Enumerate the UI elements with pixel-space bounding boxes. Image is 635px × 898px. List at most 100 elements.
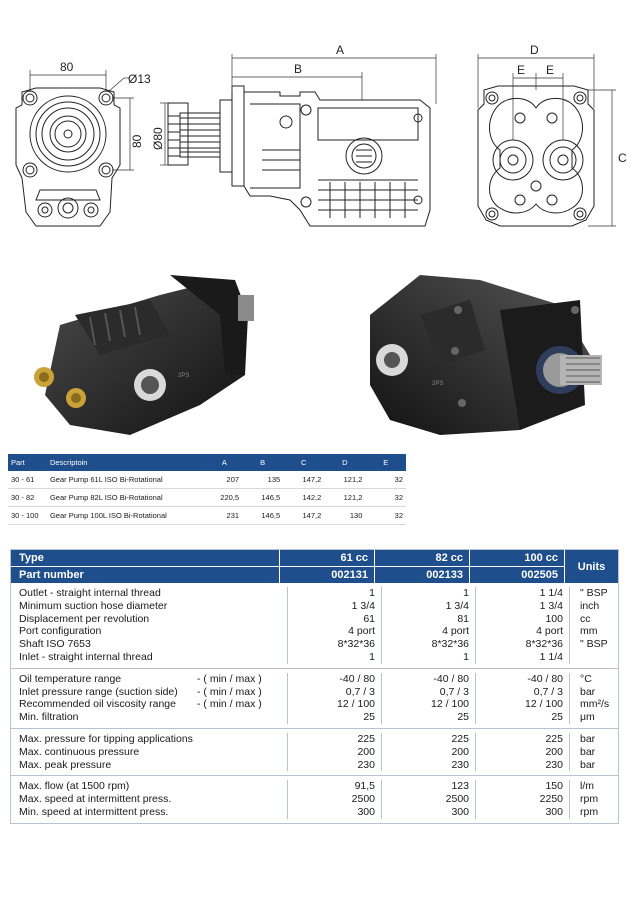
cell-c: 142,2: [283, 488, 325, 507]
spec-value: -40 / 80: [433, 672, 469, 685]
cell-description: Gear Pump 82L ISO Bi-Rotational: [46, 488, 207, 507]
cell-c: 147,2: [283, 471, 325, 489]
spec-value: 0,7 / 3: [533, 685, 563, 698]
spec-value: 1 3/4: [351, 599, 375, 612]
spec-row-label: Inlet - straight internal thread: [19, 651, 287, 664]
spec-minmax: - ( min / max ): [197, 685, 262, 698]
spec-value: 2500: [351, 793, 375, 806]
spec-label: Oil temperature range: [19, 672, 122, 685]
cell-e: 32: [365, 488, 406, 507]
pump-photo-left: 2PS: [34, 275, 254, 435]
spec-value: 150: [545, 780, 563, 793]
dimension-table-header: Part Descriptoin A B C D E: [8, 454, 406, 471]
spec-value: 100: [545, 612, 563, 625]
spec-value: 91,5: [354, 780, 375, 793]
spec-label: Inlet - straight internal thread: [19, 650, 153, 663]
spec-value: 8*32*36: [337, 638, 375, 651]
cell-b: 146,5: [242, 488, 284, 507]
spec-row-label: Min. speed at intermittent press.: [19, 806, 287, 819]
col-header-description: Descriptoin: [46, 454, 207, 471]
spec-value: 4 port: [442, 625, 469, 638]
spec-value: 1: [369, 587, 375, 599]
spec-value: 25: [457, 711, 469, 724]
spec-row-label: Inlet pressure range (suction side) - ( m…: [19, 686, 287, 699]
spec-value: 200: [545, 745, 563, 758]
cell-b: 135: [242, 471, 284, 489]
cell-a: 220,5: [206, 488, 243, 507]
spec-value: 1 3/4: [445, 599, 469, 612]
spec-minmax: [197, 651, 287, 664]
spec-minmax: [197, 780, 287, 793]
spec-label: Minimum suction hose diameter: [19, 599, 168, 612]
spec-minmax: [197, 793, 287, 806]
spec-minmax: [197, 711, 287, 724]
spec-unit: " BSP: [580, 638, 608, 651]
col-header-c: C: [283, 454, 325, 471]
cell-c: 147,2: [283, 506, 325, 525]
dim-label-D: D: [530, 43, 539, 57]
cell-part: 30 - 61: [8, 471, 47, 489]
spec-value: 123: [451, 780, 469, 793]
col-header-a: A: [206, 454, 243, 471]
type-100: 100 cc: [470, 550, 564, 567]
spec-value: 12 / 100: [431, 698, 469, 711]
type-label: Type: [11, 550, 279, 567]
spec-unit: bar: [580, 745, 596, 758]
spec-row-label: Displacement per revolution: [19, 613, 287, 626]
spec-unit: mm²/s: [580, 698, 610, 711]
spec-value: 300: [357, 805, 375, 818]
spec-value: 230: [545, 758, 563, 771]
spec-value: -40 / 80: [527, 672, 563, 685]
spec-value: 1: [369, 650, 375, 663]
spec-value: 1: [463, 650, 469, 663]
spec-value: 0,7 / 3: [439, 685, 469, 698]
spec-row-label: Oil temperature range- ( min / max ): [19, 673, 287, 686]
table-row: 30 - 100 Gear Pump 100L ISO Bi-Rotationa…: [8, 506, 406, 525]
spec-section: Max. flow (at 1500 rpm)Max. speed at int…: [11, 776, 618, 822]
spec-value: 1 1/4: [539, 650, 563, 663]
spec-minmax: [197, 806, 287, 819]
cell-part: 30 - 82: [8, 488, 47, 507]
spec-label: Inlet pressure range (suction side): [19, 685, 178, 698]
cell-description: Gear Pump 61L ISO Bi-Rotational: [46, 471, 207, 489]
col-header-e: E: [365, 454, 406, 471]
spec-row-label: Max. continuous pressure: [19, 746, 287, 759]
spec-value: 230: [357, 758, 375, 771]
spec-value: 225: [451, 732, 469, 745]
technical-drawings: 80 Ø13 80 Ø80 A B D E E C: [15, 43, 627, 227]
spec-unit: rpm: [580, 805, 599, 818]
right-photo-tag: 2PS: [432, 381, 443, 387]
type-82: 82 cc: [375, 550, 469, 567]
spec-unit: bar: [580, 758, 596, 771]
spec-label: Max. flow (at 1500 rpm): [19, 780, 130, 793]
spec-header: Type Part number 61 cc 002131 82 cc 0021…: [11, 550, 618, 583]
spec-unit: bar: [580, 732, 596, 745]
spec-row-label: Recommended oil viscosity range- ( min /…: [19, 698, 287, 711]
spec-value: 200: [357, 745, 375, 758]
spec-label: Min. speed at intermittent press.: [19, 805, 169, 818]
cell-description: Gear Pump 100L ISO Bi-Rotational: [46, 506, 207, 525]
type-61: 61 cc: [280, 550, 374, 567]
dim-label-B: B: [294, 62, 302, 76]
spec-minmax: [197, 600, 287, 613]
spec-row-label: Min. filtration: [19, 711, 287, 724]
dim-label-80-side: 80: [130, 134, 144, 148]
spec-label: Max. pressure for tipping applications: [19, 732, 193, 745]
spec-unit: °C: [580, 672, 592, 685]
spec-value: 81: [457, 612, 469, 625]
spec-value: 2500: [445, 793, 469, 806]
rear-view-drawing: [477, 85, 595, 227]
cell-b: 146,5: [242, 506, 284, 525]
spec-minmax: [197, 587, 287, 600]
cell-d: 121,2: [324, 471, 366, 489]
